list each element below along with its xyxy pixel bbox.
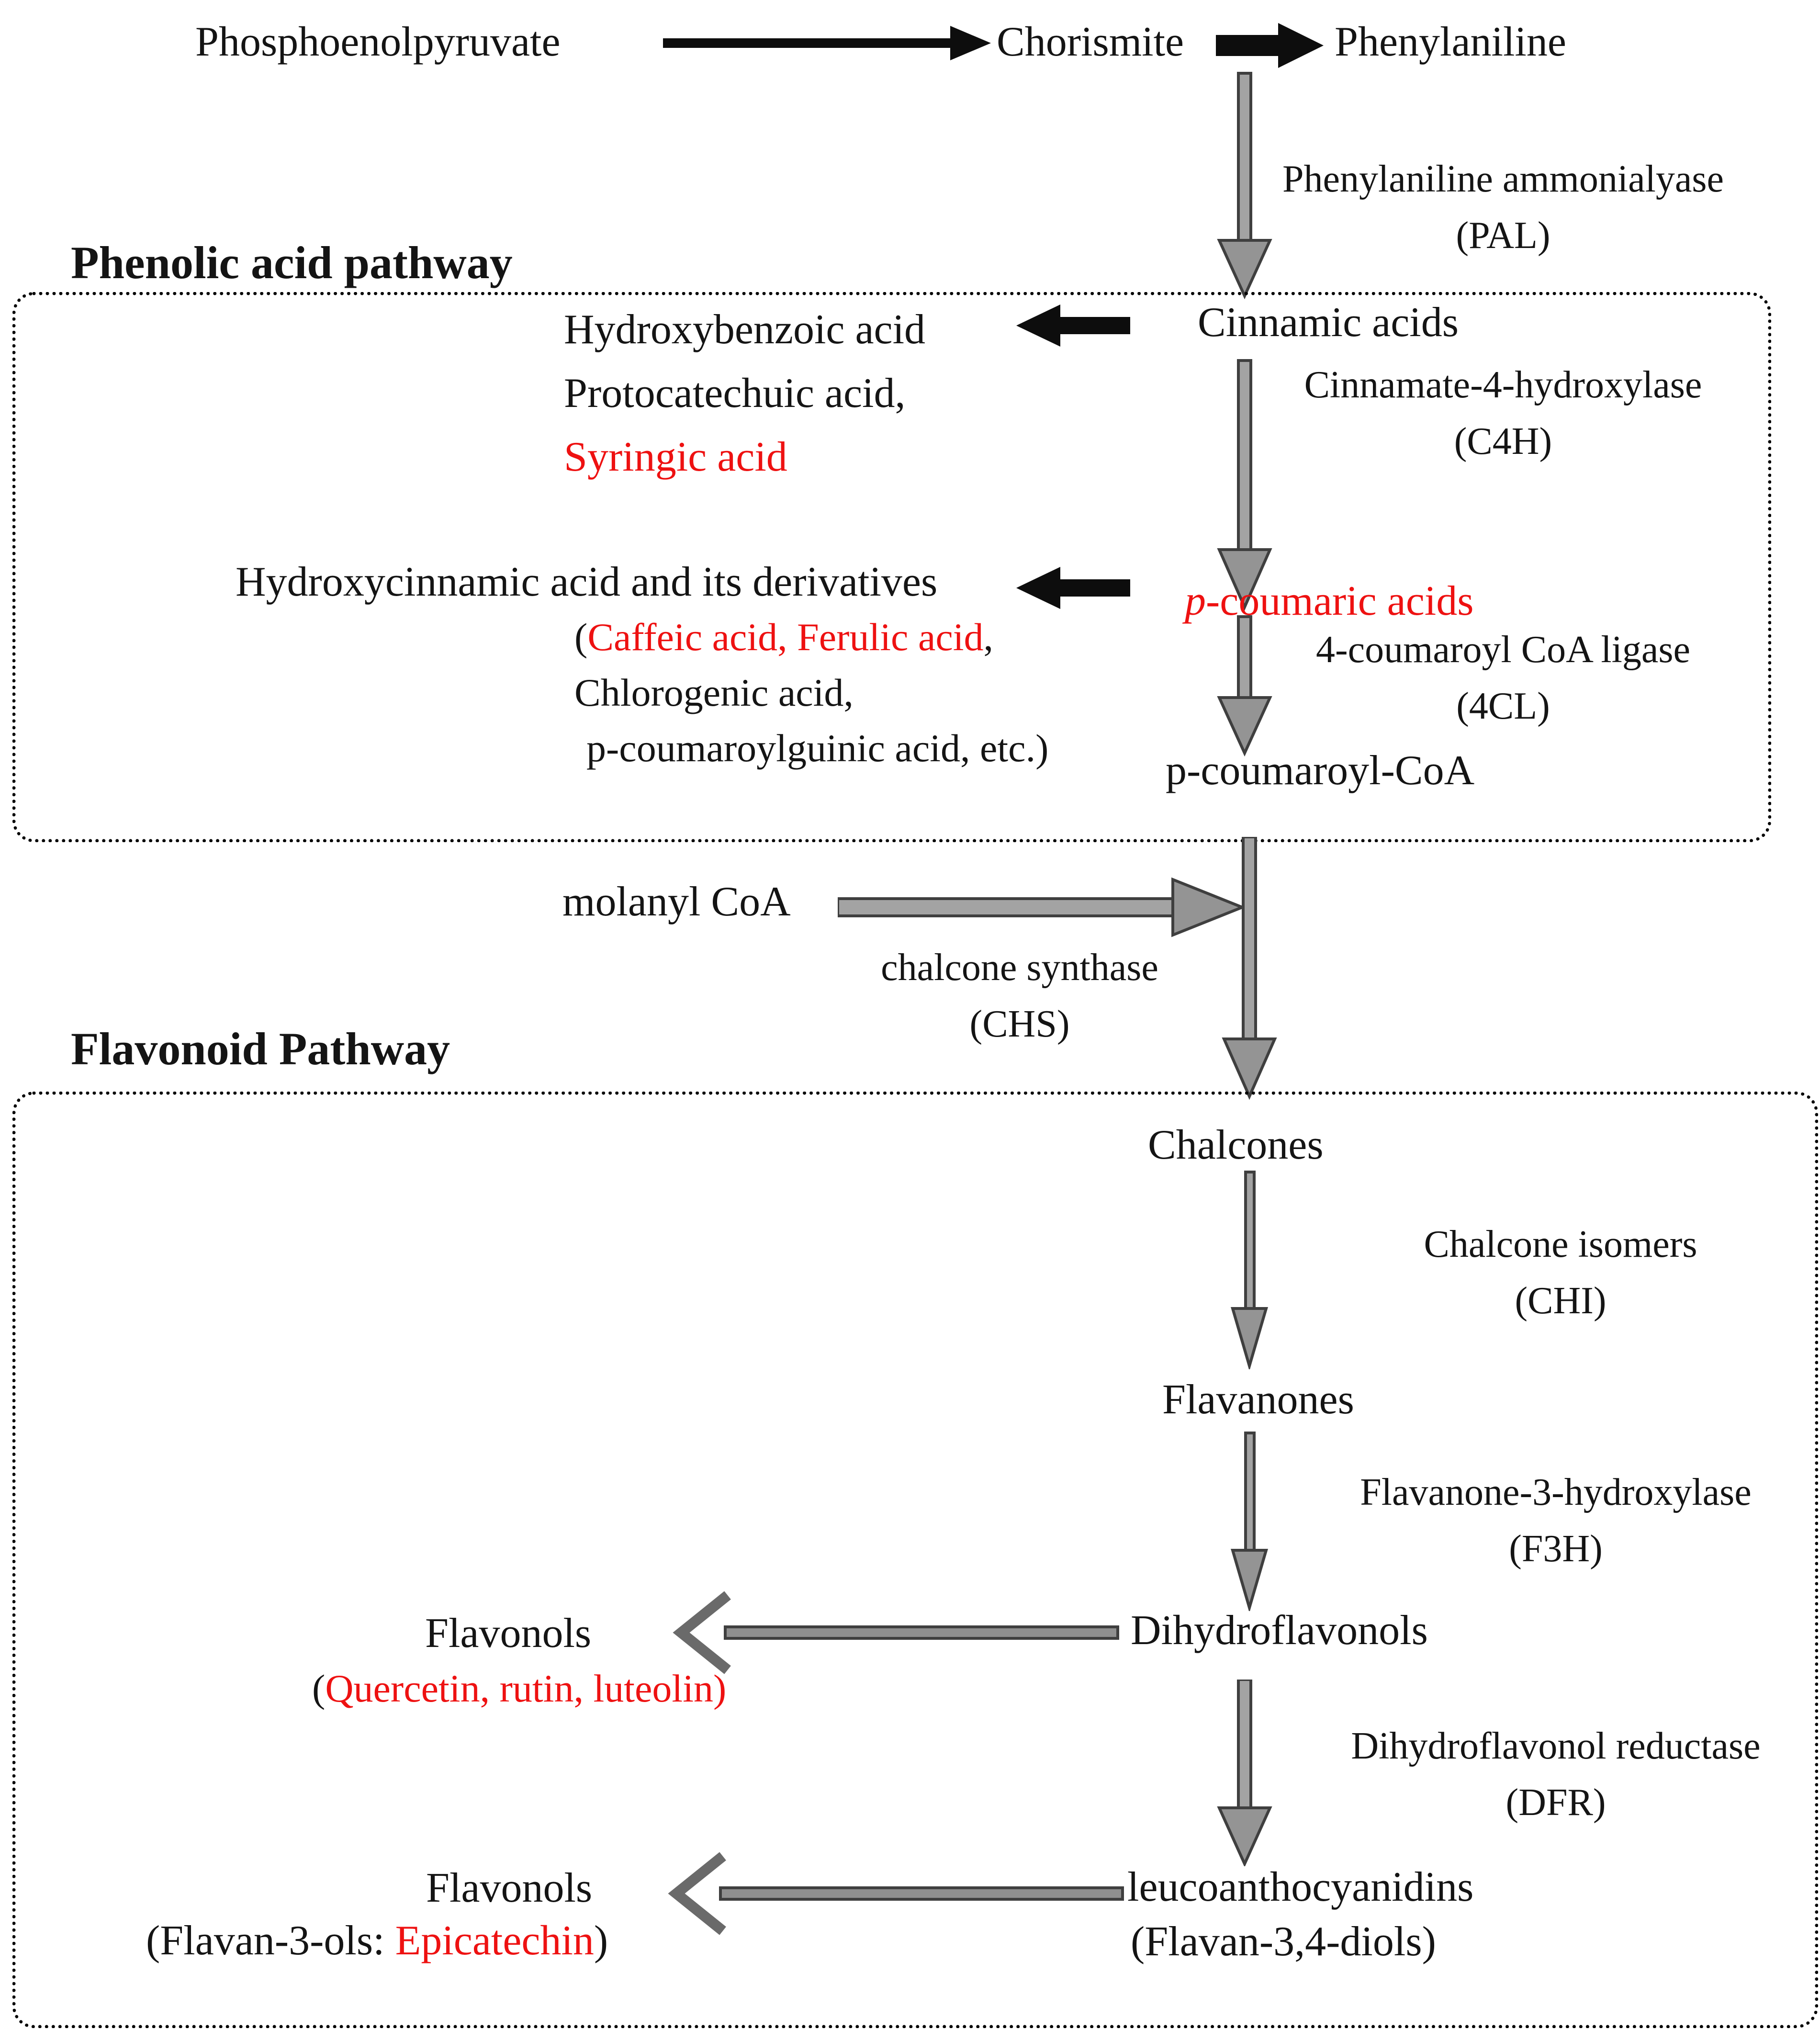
- node-flavonols-1: Flavonols: [425, 1610, 592, 1657]
- arrow-pcoumaric-to-hydroxycinnamic: [1016, 567, 1130, 609]
- node-cinnamic-acids: Cinnamic acids: [1198, 299, 1459, 346]
- node-chalcones: Chalcones: [1148, 1122, 1324, 1168]
- arrow-shaft: [1237, 1680, 1252, 1810]
- arrow-head: [1222, 1037, 1277, 1100]
- arrow-head: [1016, 567, 1060, 609]
- node-flavonols-2: Flavonols: [426, 1865, 593, 1911]
- arrow-shaft: [838, 897, 1174, 917]
- arrow-chorismite-to-phenylaniline: [1216, 23, 1324, 68]
- arrow-shaft: [1237, 359, 1252, 553]
- arrow-shaft: [724, 1625, 1119, 1640]
- node-p-coumaroyl-coa: p-coumaroyl-CoA: [1166, 747, 1475, 794]
- arrow-pep-to-chorismite: [663, 26, 991, 60]
- flavonols-1-red-text: Quercetin, rutin, luteolin): [325, 1667, 727, 1710]
- enzyme-abbr: (4CL): [1456, 685, 1550, 727]
- arrow-head: [1217, 1806, 1272, 1866]
- enzyme-abbr: (C4H): [1454, 420, 1552, 462]
- arrow-head: [1217, 548, 1272, 610]
- node-dihydroflavonols: Dihydroflavonols: [1131, 1607, 1428, 1654]
- arrow-main-to-flavonoid-box: [1222, 837, 1277, 1100]
- node-protocatechuic-acid: Protocatechuic acid,: [564, 370, 906, 417]
- derivatives-line1: (Caffeic acid, Ferulic acid,: [574, 615, 994, 659]
- arrow-shaft: [663, 38, 950, 48]
- derivatives-red-text: Caffeic acid, Ferulic acid: [587, 615, 984, 659]
- paren-close: ): [594, 1917, 608, 1964]
- node-molanyl-coa: molanyl CoA: [562, 879, 791, 925]
- derivatives-line2: Chlorogenic acid,: [574, 671, 854, 714]
- enzyme-name: Cinnamate-4-hydroxylase: [1304, 364, 1702, 406]
- arrow-head: [1231, 1549, 1268, 1611]
- comma: ,: [983, 615, 994, 659]
- arrow-c4h: [1217, 359, 1272, 610]
- arrow-head: [1217, 239, 1272, 299]
- enzyme-name: 4-coumaroyl CoA ligase: [1315, 629, 1691, 671]
- arrow-cinnamic-to-hydroxybenzoic: [1016, 304, 1130, 347]
- label-chi: Chalcone isomers (CHI): [1355, 1216, 1766, 1329]
- label-dfr: Dihydroflavonol reductase (DFR): [1321, 1718, 1790, 1831]
- arrow-head: [1231, 1307, 1268, 1369]
- arrow-shaft: [1058, 579, 1130, 597]
- enzyme-abbr: (PAL): [1456, 214, 1550, 257]
- arrow-shaft: [1216, 35, 1278, 56]
- phenolic-pathway-box: [12, 292, 1771, 842]
- arrow-dihydroflavonols-to-flavonols: [673, 1591, 1119, 1674]
- arrow-shaft: [1237, 615, 1252, 702]
- phenolic-pathway-title: Phenolic acid pathway: [71, 237, 513, 288]
- node-chorismite: Chorismite: [997, 19, 1184, 65]
- paren-open: (: [574, 615, 588, 659]
- arrow-head: [1217, 696, 1272, 756]
- node-phenylaniline: Phenylaniline: [1335, 19, 1566, 65]
- node-hydroxycinnamic: Hydroxycinnamic acid and its derivatives: [236, 559, 938, 605]
- node-hydroxybenzoic-acid: Hydroxybenzoic acid: [564, 306, 926, 353]
- arrow-shaft: [1058, 317, 1130, 334]
- arrow-dfr: [1217, 1680, 1272, 1866]
- arrow-head: [673, 1591, 731, 1674]
- node-phosphoenolpyruvate: Phosphoenolpyruvate: [195, 19, 561, 65]
- arrow-chs-horizontal: [838, 877, 1247, 937]
- arrow-shaft: [1244, 1432, 1256, 1554]
- arrow-head: [668, 1852, 726, 1935]
- enzyme-name: Chalcone isomers: [1424, 1223, 1697, 1265]
- arrow-4cl: [1217, 615, 1272, 756]
- enzyme-abbr: (F3H): [1509, 1528, 1603, 1570]
- label-pal: Phenylaniline ammonialyase (PAL): [1254, 151, 1752, 264]
- flavonoid-pathway-title: Flavonoid Pathway: [71, 1023, 450, 1074]
- flavonols-2-sub: (Flavan-3-ols: Epicatechin): [146, 1917, 608, 1964]
- enzyme-abbr: (CHI): [1515, 1280, 1607, 1322]
- enzyme-abbr: (DFR): [1505, 1782, 1606, 1824]
- paren-open: (: [312, 1667, 326, 1710]
- derivatives-line3: p-coumaroylguinic acid, etc.): [586, 726, 1049, 770]
- p-italic: p: [1185, 578, 1206, 624]
- arrow-head: [950, 26, 991, 60]
- arrow-f3h: [1231, 1432, 1268, 1611]
- label-f3h: Flavanone-3-hydroxylase (F3H): [1326, 1464, 1786, 1577]
- label-c4h: Cinnamate-4-hydroxylase (C4H): [1254, 357, 1752, 470]
- enzyme-name: Flavanone-3-hydroxylase: [1360, 1471, 1752, 1513]
- label-4cl: 4-coumaroyl CoA ligase (4CL): [1254, 621, 1752, 734]
- arrow-head: [1278, 23, 1324, 68]
- node-hydroxybenzoic-group: Hydroxybenzoic acid Protocatechuic acid,…: [564, 298, 925, 489]
- flavan-3-ols-label: (Flavan-3-ols:: [146, 1917, 395, 1964]
- arrow-leuco-to-flavonols: [668, 1852, 1124, 1935]
- leuco-sub: (Flavan-3,4-diols): [1131, 1918, 1436, 1965]
- node-flavanones: Flavanones: [1162, 1376, 1354, 1423]
- enzyme-name: chalcone synthase: [881, 947, 1158, 989]
- arrow-shaft: [1242, 837, 1257, 1042]
- arrow-head: [1171, 877, 1247, 937]
- arrow-shaft: [1237, 72, 1252, 245]
- flavonols-1-sub: (Quercetin, rutin, luteolin): [312, 1667, 726, 1710]
- enzyme-name: Phenylaniline ammonialyase: [1282, 158, 1724, 200]
- node-syringic-acid: Syringic acid: [564, 434, 787, 480]
- flavonoid-pathway-box: [12, 1092, 1818, 2028]
- enzyme-abbr: (CHS): [969, 1003, 1070, 1045]
- arrow-chi: [1231, 1171, 1268, 1369]
- arrow-shaft: [719, 1886, 1124, 1901]
- node-leucoanthocyanidins: leucoanthocyanidins: [1127, 1864, 1474, 1910]
- arrow-pal: [1217, 72, 1272, 299]
- arrow-shaft: [1244, 1171, 1256, 1312]
- arrow-head: [1016, 304, 1060, 347]
- label-chs: chalcone synthase (CHS): [828, 939, 1211, 1052]
- epicatechin-red-text: Epicatechin: [395, 1917, 594, 1964]
- enzyme-name: Dihydroflavonol reductase: [1351, 1725, 1761, 1767]
